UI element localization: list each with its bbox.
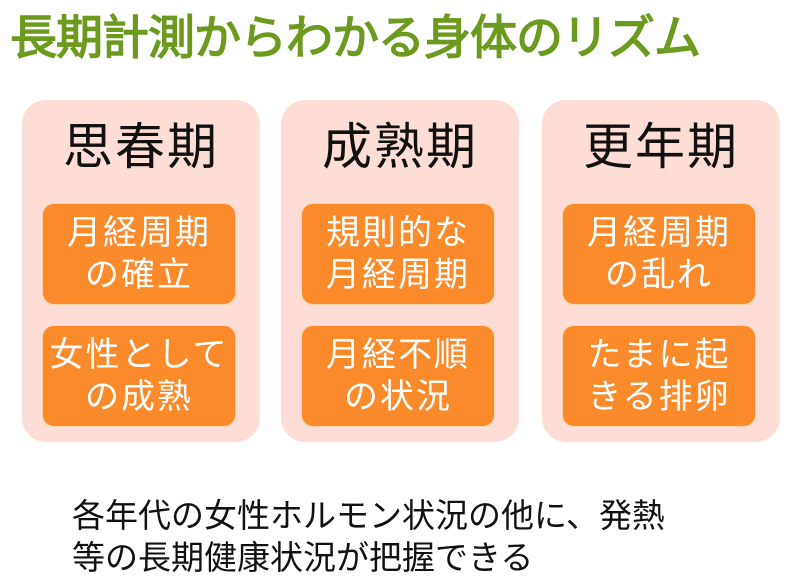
item-text: たまに起 xyxy=(587,335,731,375)
item-text: 月経周期 xyxy=(587,213,731,253)
item-text: 規則的な xyxy=(326,213,470,253)
item-text: の乱れ xyxy=(605,255,713,295)
item-text: の状況 xyxy=(344,377,452,417)
panel-heading: 成熟期 xyxy=(322,118,478,176)
stage-item: 規則的な 月経周期 xyxy=(301,203,495,305)
panel-maturity: 成熟期 規則的な 月経周期 月経不順 の状況 xyxy=(281,100,519,442)
stage-item: 月経周期 の乱れ xyxy=(562,203,756,305)
panel-heading: 更年期 xyxy=(583,118,739,176)
panel-heading: 思春期 xyxy=(63,118,219,176)
stage-item: 月経不順 の状況 xyxy=(301,325,495,427)
stage-item: たまに起 きる排卵 xyxy=(562,325,756,427)
item-text: の成熟 xyxy=(85,377,193,417)
panel-puberty: 思春期 月経周期 の確立 女性として の成熟 xyxy=(22,100,260,442)
item-text: きる排卵 xyxy=(587,377,731,417)
summary-text: 各年代の女性ホルモン状況の他に、発熱 等の長期健康状況が把握できる xyxy=(72,495,792,579)
summary-line: 各年代の女性ホルモン状況の他に、発熱 xyxy=(72,496,666,535)
panel-menopause: 更年期 月経周期 の乱れ たまに起 きる排卵 xyxy=(542,100,780,442)
item-text: の確立 xyxy=(85,255,193,295)
item-text: 月経周期 xyxy=(67,213,211,253)
item-text: 女性として xyxy=(49,335,229,375)
item-text: 月経不順 xyxy=(326,335,470,375)
stage-item: 女性として の成熟 xyxy=(42,325,236,427)
stage-item: 月経周期 の確立 xyxy=(42,203,236,305)
slide-title: 長期計測からわかる身体のリズム xyxy=(10,11,701,66)
summary-line: 等の長期健康状況が把握できる xyxy=(72,538,534,577)
item-text: 月経周期 xyxy=(326,255,470,295)
